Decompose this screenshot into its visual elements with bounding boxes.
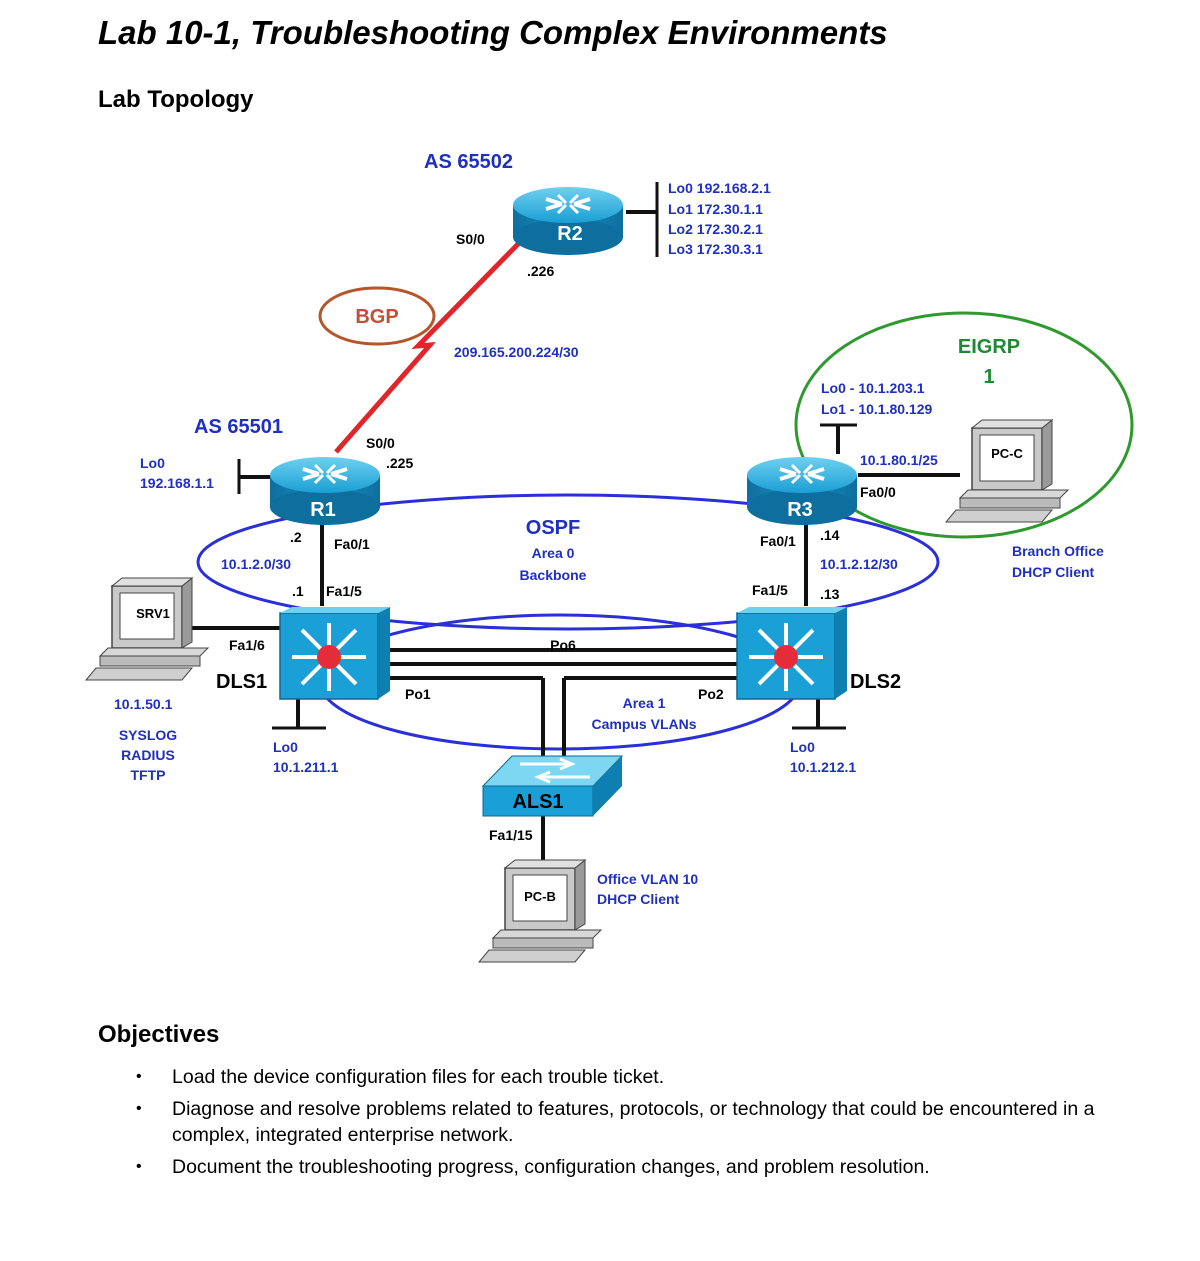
document-title: Lab 10-1, Troubleshooting Complex Enviro… <box>98 14 888 51</box>
net-r3-dls2: 10.1.2.12/30 <box>820 556 898 572</box>
switch-icon <box>520 757 590 784</box>
office-dhcp-label: DHCP Client <box>597 891 680 907</box>
po6-label: Po6 <box>550 637 576 653</box>
area1-sub-label: Campus VLANs <box>591 716 696 732</box>
srv1-label: SRV1 <box>136 606 170 621</box>
dls2-lo0-name: Lo0 <box>790 739 815 755</box>
dls2-ip-label: .13 <box>820 586 840 602</box>
computer-icon <box>478 859 602 963</box>
r1-ip2-label: .2 <box>290 529 302 545</box>
srv1-role-syslog: SYSLOG <box>119 727 177 743</box>
router-r1[interactable] <box>270 457 380 525</box>
objective-item: Document the troubleshooting progress, c… <box>130 1154 1160 1180</box>
r3-label: R3 <box>787 499 813 521</box>
objectives-list: Load the device configuration files for … <box>130 1064 1160 1186</box>
net-r1-dls1: 10.1.2.0/30 <box>221 556 291 572</box>
area1-ring <box>318 613 802 751</box>
eigrp-label: EIGRP <box>958 336 1020 358</box>
srv1-role-tftp: TFTP <box>131 767 166 783</box>
server-srv1[interactable] <box>85 577 209 681</box>
dls1-label: DLS1 <box>216 671 267 693</box>
computer-icon <box>85 577 209 681</box>
serial-link-r1-r2 <box>334 238 524 454</box>
dls1-fa15-label: Fa1/5 <box>326 583 362 599</box>
switch-als1[interactable] <box>481 755 624 817</box>
bgp-label: BGP <box>355 306 398 328</box>
switch-dls2[interactable] <box>736 607 847 700</box>
r3-fa00-ip: 10.1.80.1/25 <box>860 452 938 468</box>
r3-lo0: Lo0 - 10.1.203.1 <box>821 380 925 396</box>
eigrp-ring <box>794 311 1134 539</box>
als1-label: ALS1 <box>512 791 563 813</box>
dls1-ip-label: .1 <box>292 583 304 599</box>
lab-topology-heading: Lab Topology <box>98 86 254 113</box>
dls2-fa15-label: Fa1/5 <box>752 582 788 598</box>
r1-lo0-ip: 192.168.1.1 <box>140 475 214 491</box>
srv1-ip-label: 10.1.50.1 <box>114 696 173 712</box>
branch-office-label: Branch Office <box>1012 543 1104 559</box>
objectives-heading: Objectives <box>98 1021 220 1048</box>
area1-label: Area 1 <box>623 695 666 711</box>
r1-s00-label: S0/0 <box>366 435 395 451</box>
srv1-role-radius: RADIUS <box>121 747 175 763</box>
r2-lo0: Lo0 192.168.2.1 <box>668 180 771 196</box>
ospf-label: OSPF <box>526 517 580 539</box>
dls2-lo0-ip: 10.1.212.1 <box>790 759 856 775</box>
ethernet-links <box>192 182 960 862</box>
r1-lo0-name: Lo0 <box>140 455 165 471</box>
pc-b[interactable] <box>478 859 602 963</box>
switch-dls1[interactable] <box>279 607 390 700</box>
as-65501-label: AS 65501 <box>194 416 283 438</box>
r2-lo3: Lo3 172.30.3.1 <box>668 241 763 257</box>
computer-icon <box>945 419 1069 523</box>
router-r2[interactable] <box>513 187 623 255</box>
ospf-area0-ring <box>196 493 940 631</box>
r2-ip-label: .226 <box>527 263 554 279</box>
dls1-fa16-label: Fa1/6 <box>229 637 265 653</box>
bgp-oval <box>318 286 436 346</box>
r2-label: R2 <box>557 223 583 245</box>
r2-s00-label: S0/0 <box>456 231 485 247</box>
ospf-area-label: Area 0 <box>532 545 575 561</box>
r2-lo1: Lo1 172.30.1.1 <box>668 201 763 217</box>
objective-item: Diagnose and resolve problems related to… <box>130 1096 1160 1148</box>
r1-label: R1 <box>310 499 336 521</box>
router-r3[interactable] <box>747 457 857 525</box>
r3-lo1: Lo1 - 10.1.80.129 <box>821 401 933 417</box>
r3-ip-label: .14 <box>820 527 840 543</box>
po1-label: Po1 <box>405 686 431 702</box>
r3-fa01-label: Fa0/1 <box>760 533 796 549</box>
als1-fa115-label: Fa1/15 <box>489 827 533 843</box>
branch-dhcp-label: DHCP Client <box>1012 564 1095 580</box>
ospf-backbone-label: Backbone <box>520 567 587 583</box>
objective-item: Load the device configuration files for … <box>130 1064 1160 1090</box>
r1-ip-label: .225 <box>386 455 413 471</box>
r3-fa00-label: Fa0/0 <box>860 484 896 500</box>
r2-lo2: Lo2 172.30.2.1 <box>668 221 763 237</box>
pcc-label: PC-C <box>991 446 1023 461</box>
eigrp-as-label: 1 <box>983 366 994 388</box>
dls1-lo0-ip: 10.1.211.1 <box>273 759 339 775</box>
pc-c[interactable] <box>945 419 1069 523</box>
topology-diagram: R2 R1 R3 DLS1 DLS2 <box>85 151 1134 963</box>
pcb-label: PC-B <box>524 889 556 904</box>
as-65502-label: AS 65502 <box>424 151 513 173</box>
office-vlan-label: Office VLAN 10 <box>597 871 698 887</box>
bgp-network-label: 209.165.200.224/30 <box>454 344 579 360</box>
dls1-lo0-name: Lo0 <box>273 739 298 755</box>
dls2-label: DLS2 <box>850 671 901 693</box>
r1-fa01-label: Fa0/1 <box>334 536 370 552</box>
po2-label: Po2 <box>698 686 724 702</box>
